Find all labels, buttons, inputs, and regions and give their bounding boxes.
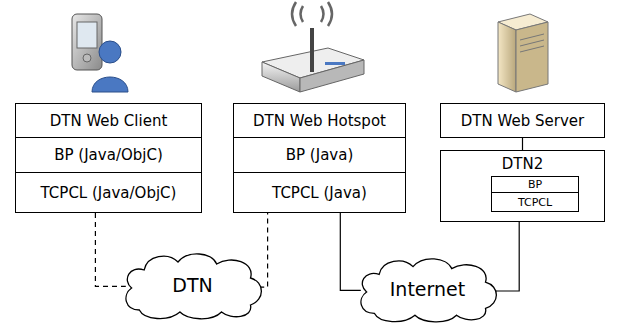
- node-label: TCPCL (Java): [272, 184, 367, 202]
- node-label: DTN Web Hotspot: [253, 112, 386, 130]
- internet-link: [340, 213, 361, 290]
- protocol-box: BP: [491, 176, 579, 193]
- protocol-box: TCPCL (Java/ObjC): [15, 172, 202, 213]
- node-label: Internet: [390, 278, 465, 300]
- node-label: DTN: [172, 274, 212, 296]
- protocol-box: BP (Java/ObjC): [15, 137, 202, 173]
- node-label: BP: [528, 178, 542, 191]
- node-label: TCPCL (Java/ObjC): [41, 184, 177, 202]
- client-box: DTN Web Client: [15, 103, 202, 138]
- client-icon: [72, 14, 128, 92]
- node-label: DTN2: [502, 155, 543, 173]
- dtn2-box: DTN2BP TCPCL: [440, 150, 605, 222]
- node-label: BP (Java/ObjC): [54, 146, 163, 164]
- dtn-link: [259, 213, 267, 287]
- internet-link: [522, 138, 523, 150]
- hotspot-box: DTN Web Hotspot: [233, 103, 406, 138]
- node-label: DTN Web Client: [50, 112, 168, 130]
- protocol-box: TCPCL: [491, 192, 579, 212]
- node-label: BP (Java): [286, 146, 354, 164]
- node-label: DTN Web Server: [461, 112, 584, 130]
- hotspot-icon: [262, 2, 364, 92]
- server-box: DTN Web Server: [440, 103, 605, 138]
- network-cloud: DTN: [120, 250, 265, 320]
- internet-link: [494, 222, 519, 291]
- protocol-box: BP (Java): [233, 137, 406, 173]
- dtn-link: [95, 213, 125, 286]
- network-cloud: Internet: [355, 255, 500, 323]
- protocol-box: TCPCL (Java): [233, 172, 406, 213]
- server-icon: [498, 14, 548, 92]
- node-label: TCPCL: [518, 196, 552, 209]
